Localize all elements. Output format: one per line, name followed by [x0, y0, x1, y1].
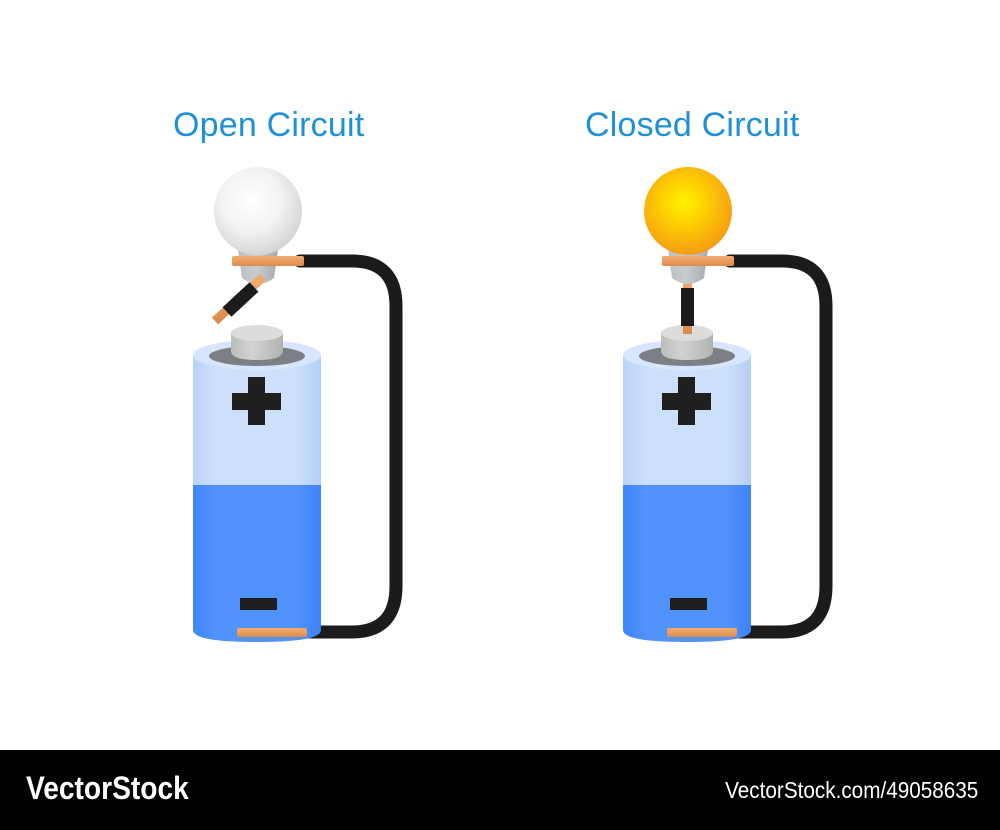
battery-lower-section [623, 485, 751, 642]
closed-circuit-figure [623, 167, 833, 642]
watermark-brand: VectorStock [26, 770, 189, 806]
battery-closed [623, 325, 751, 642]
battery-minus-symbol [240, 598, 277, 610]
battery-lower-section [193, 485, 321, 642]
watermark-url: VectorStock.com/49058635 [724, 777, 978, 803]
circuit-illustrations [193, 167, 833, 642]
battery-plus-symbol [232, 377, 281, 425]
battery-negative-lead-closed [667, 628, 737, 637]
circuit-cable-closed [723, 254, 833, 639]
connected-wire-sleeve [681, 288, 694, 326]
light-bulb-closed [644, 167, 734, 284]
battery-minus-symbol [670, 598, 707, 610]
panel-title-closed-circuit: Closed Circuit [585, 106, 800, 144]
light-bulb-open [214, 167, 304, 284]
bulb-glass-open [214, 167, 302, 255]
battery-open [193, 325, 321, 642]
bulb-lead-horizontal-open [232, 256, 304, 266]
circuit-cable-open [293, 254, 403, 639]
panel-title-open-circuit: Open Circuit [173, 106, 365, 144]
bulb-lead-horizontal-closed [662, 256, 734, 266]
bulb-glass-closed [644, 167, 732, 255]
battery-negative-lead-open [237, 628, 307, 637]
disconnected-wire-open [211, 273, 267, 325]
watermark-bar [0, 750, 1000, 830]
disconnected-wire-sleeve [222, 282, 259, 317]
connected-wire-closed [681, 274, 694, 334]
battery-terminal-cap-top [231, 325, 283, 341]
battery-plus-symbol [662, 377, 711, 425]
open-circuit-figure [193, 167, 403, 642]
